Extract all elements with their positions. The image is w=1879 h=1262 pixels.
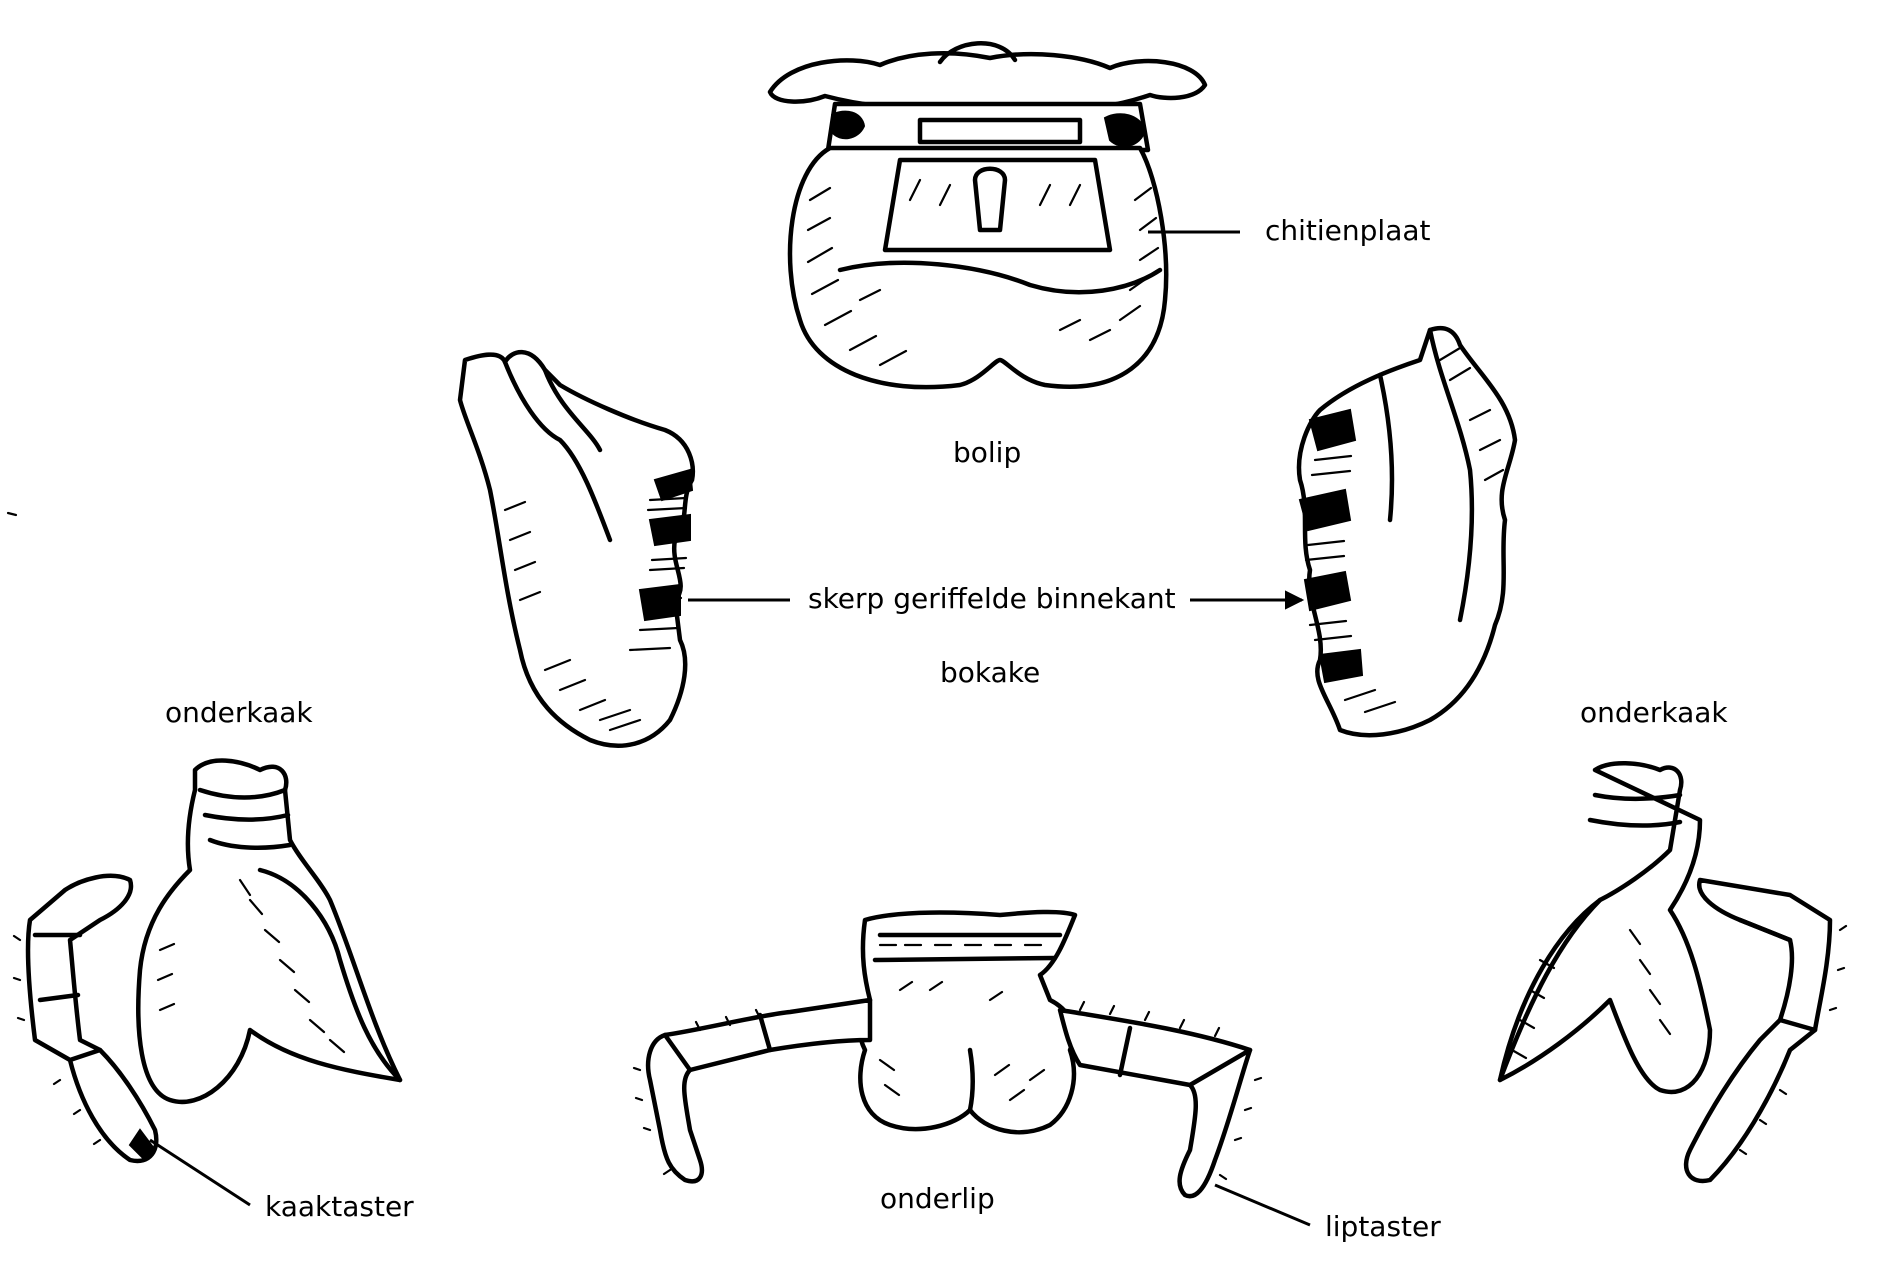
kaaktaster-label: kaaktaster — [265, 1190, 414, 1223]
onderkaak-left-drawing — [12, 758, 403, 1164]
bolip-label: bolip — [953, 436, 1021, 469]
bokaak-left-drawing — [457, 349, 695, 748]
liptaster-leader — [1214, 1183, 1311, 1227]
onderkaak-right-drawing — [1497, 761, 1848, 1184]
onderlip-drawing — [632, 909, 1263, 1199]
onderkaak-right-label: onderkaak — [1580, 696, 1728, 729]
skerp-geriffelde-binnekant-label: skerp geriffelde binnekant — [808, 582, 1176, 615]
stray-mark — [6, 511, 18, 517]
binnekant-right-arrowhead — [1285, 590, 1305, 610]
chitienplaat-label: chitienplaat — [1265, 214, 1431, 247]
onderkaak-left-label: onderkaak — [165, 696, 313, 729]
kaaktaster-leader — [149, 1138, 251, 1207]
bolip-drawing — [767, 41, 1208, 390]
bokake-label: bokake — [940, 656, 1040, 689]
onderlip-label: onderlip — [880, 1182, 995, 1215]
liptaster-label: liptaster — [1325, 1210, 1441, 1243]
bokaak-right-drawing — [1296, 325, 1518, 738]
